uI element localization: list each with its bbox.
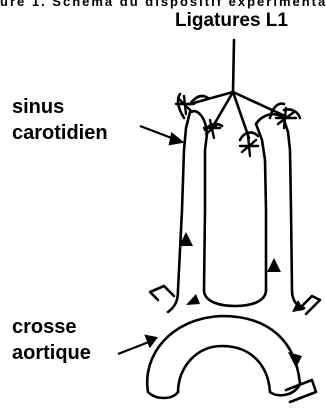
- label-pointers: [118, 126, 182, 354]
- arch-right-arrow: [288, 352, 302, 368]
- label-crosse-line2: aortique: [12, 342, 91, 365]
- aortic-arch: [147, 286, 320, 402]
- cropped-caption: ure 1. Schéma du dispositif expérimental: [0, 0, 326, 9]
- left-carotid-vessel: [178, 111, 207, 290]
- diagram-title: Ligatures L1: [175, 10, 288, 32]
- label-sinus-line2: carotidien: [12, 122, 108, 145]
- label-crosse-line1: crosse: [12, 316, 77, 339]
- label-sinus-line1: sinus: [12, 96, 64, 119]
- arch-left-arrow: [186, 294, 200, 305]
- flow-arrows: [179, 232, 304, 368]
- right-vessel-arrow: [267, 258, 281, 272]
